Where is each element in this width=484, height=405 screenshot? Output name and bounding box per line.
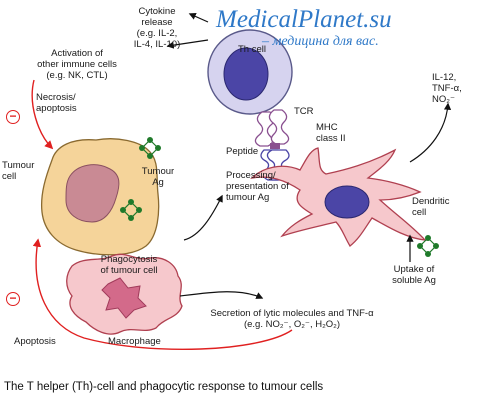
tumour-antigen-icon	[417, 235, 439, 257]
inhibit-symbol-apoptosis: −	[6, 292, 20, 306]
tumour-antigen-icon	[139, 137, 161, 159]
figure-caption: The T helper (Th)-cell and phagocytic re…	[4, 381, 324, 393]
tumour-cell	[40, 138, 160, 256]
arrow-necrosis	[31, 79, 54, 150]
arrow-processing	[183, 194, 223, 241]
arrow-apoptosis	[32, 238, 293, 350]
red-arrows	[31, 79, 293, 350]
label-dc-cytokines: IL-12,TNF-α,NO₂⁻	[432, 72, 462, 105]
label-th-cell: Th cell	[238, 44, 266, 55]
watermark-tagline: – медицина для вас.	[262, 34, 379, 49]
tumour-antigen-icon	[120, 199, 142, 221]
inhibit-symbol-necrosis: −	[6, 110, 20, 124]
label-peptide: Peptide	[226, 146, 259, 157]
macrophage	[66, 253, 183, 335]
label-necrosis: Necrosis/apoptosis	[36, 92, 77, 114]
arrow-dc-cytokines	[409, 102, 452, 163]
watermark-site: MedicalPlanet.su	[216, 6, 392, 33]
th-cell	[207, 29, 293, 115]
arrow-th-activation	[166, 39, 209, 49]
arrow-cytokine	[188, 13, 209, 23]
arrow-secretion	[179, 291, 264, 299]
label-apoptosis: Apoptosis	[14, 336, 56, 347]
dendritic-cell	[250, 147, 427, 247]
tcr-receptor	[254, 109, 290, 147]
label-tcr: TCR	[294, 106, 314, 117]
arrows	[166, 13, 452, 299]
antigen-group	[120, 137, 439, 257]
label-macrophage: Macrophage	[108, 336, 161, 347]
label-secretion: Secretion of lytic molecules and TNF-α(e…	[210, 308, 374, 330]
